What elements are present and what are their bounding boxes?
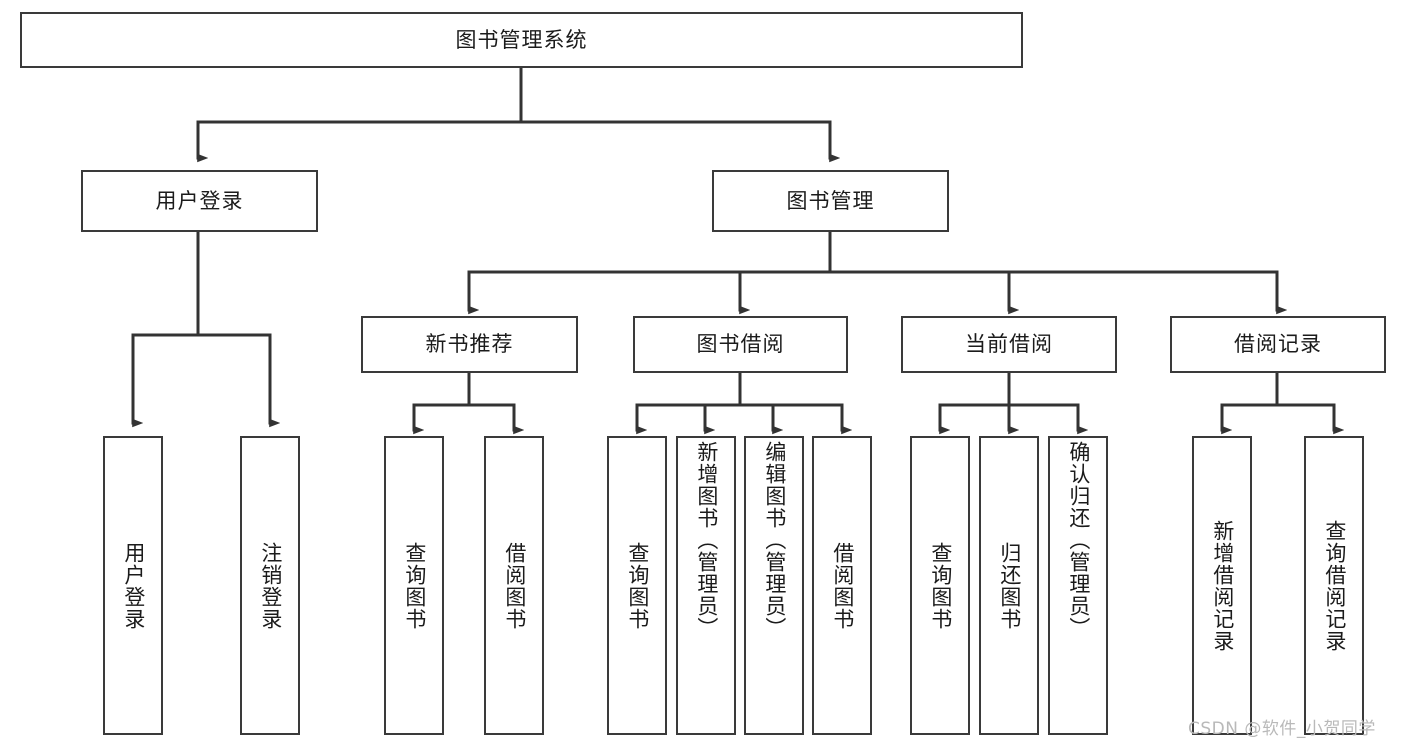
leaf-query-borrow-record-label: 查询借阅记录 [1322,519,1347,652]
leaf-add-borrow-record-inner: 新增借阅记录 [1194,438,1250,733]
leaf-confirm-return-admin-inner: 确认归还（管理员） [1050,438,1106,733]
node-book-borrow[interactable]: 图书借阅 [633,316,848,373]
leaf-return-book-label: 归还图书 [997,541,1022,630]
leaf-query-book-borrow[interactable]: 查询图书 [607,436,667,735]
leaf-user-login-inner: 用户登录 [105,438,161,733]
leaf-add-book-admin[interactable]: 新增图书（管理员） [676,436,736,735]
leaf-borrow-book-label: 借阅图书 [830,541,855,630]
leaf-query-borrow-record[interactable]: 查询借阅记录 [1304,436,1364,735]
node-user-login[interactable]: 用户登录 [81,170,318,232]
leaf-borrow-book-inner: 借阅图书 [814,438,870,733]
leaf-query-book-rec[interactable]: 查询图书 [384,436,444,735]
leaf-query-book-rec-inner: 查询图书 [386,438,442,733]
leaf-query-book-cur-label: 查询图书 [928,541,953,630]
node-root[interactable]: 图书管理系统 [20,12,1023,68]
node-book-borrow-label: 图书借阅 [696,332,785,356]
leaf-confirm-return-admin-label: 确认归还（管理员） [1066,441,1091,639]
node-borrow-record-label: 借阅记录 [1234,332,1322,356]
leaf-borrow-book-rec-inner: 借阅图书 [486,438,542,733]
leaf-user-logout-label: 注销登录 [258,541,283,630]
leaf-query-book-borrow-inner: 查询图书 [609,438,665,733]
leaf-query-book-cur[interactable]: 查询图书 [910,436,970,735]
connectors [131,65,1345,435]
leaf-borrow-book[interactable]: 借阅图书 [812,436,872,735]
leaf-borrow-book-rec-label: 借阅图书 [502,541,527,630]
leaf-add-borrow-record-label: 新增借阅记录 [1210,519,1235,652]
leaf-query-borrow-record-inner: 查询借阅记录 [1306,438,1362,733]
leaf-return-book[interactable]: 归还图书 [979,436,1039,735]
leaf-query-book-rec-label: 查询图书 [402,541,427,630]
leaf-user-logout-inner: 注销登录 [242,438,298,733]
leaf-edit-book-admin-inner: 编辑图书（管理员） [746,438,802,733]
leaf-confirm-return-admin[interactable]: 确认归还（管理员） [1048,436,1108,735]
leaf-add-book-admin-label: 新增图书（管理员） [694,441,719,639]
leaf-user-logout[interactable]: 注销登录 [240,436,300,735]
node-book-manage-label: 图书管理 [786,188,875,213]
leaf-borrow-book-rec[interactable]: 借阅图书 [484,436,544,735]
leaf-return-book-inner: 归还图书 [981,438,1037,733]
node-new-book-recommend-label: 新书推荐 [425,332,514,356]
node-user-login-label: 用户登录 [155,188,244,213]
node-borrow-record[interactable]: 借阅记录 [1170,316,1386,373]
node-current-borrow-label: 当前借阅 [965,332,1053,356]
node-root-label: 图书管理系统 [455,27,588,52]
leaf-user-login-label: 用户登录 [121,541,146,630]
node-current-borrow[interactable]: 当前借阅 [901,316,1117,373]
leaf-query-book-borrow-label: 查询图书 [625,541,650,630]
node-new-book-recommend[interactable]: 新书推荐 [361,316,578,373]
leaf-user-login[interactable]: 用户登录 [103,436,163,735]
leaf-query-book-cur-inner: 查询图书 [912,438,968,733]
leaf-add-borrow-record[interactable]: 新增借阅记录 [1192,436,1252,735]
leaf-add-book-admin-inner: 新增图书（管理员） [678,438,734,733]
leaf-edit-book-admin[interactable]: 编辑图书（管理员） [744,436,804,735]
node-book-manage[interactable]: 图书管理 [712,170,949,232]
leaf-edit-book-admin-label: 编辑图书（管理员） [762,441,787,639]
